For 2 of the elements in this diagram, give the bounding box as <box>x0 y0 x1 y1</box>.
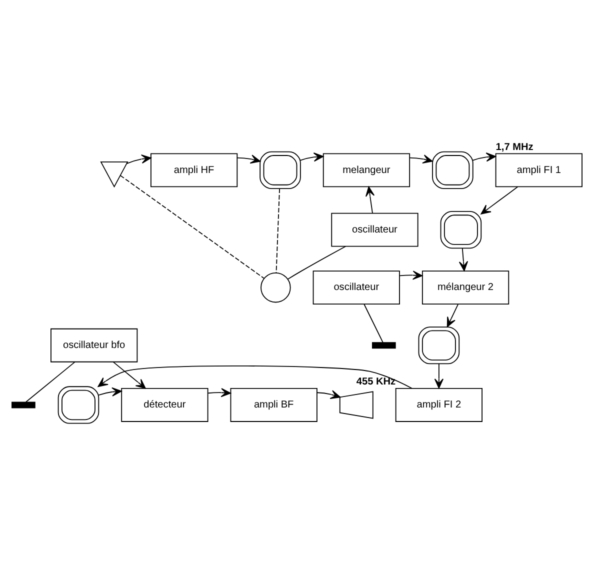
node-label: 455 KHz <box>356 376 396 388</box>
node-label: 1,7 MHz <box>496 141 534 152</box>
